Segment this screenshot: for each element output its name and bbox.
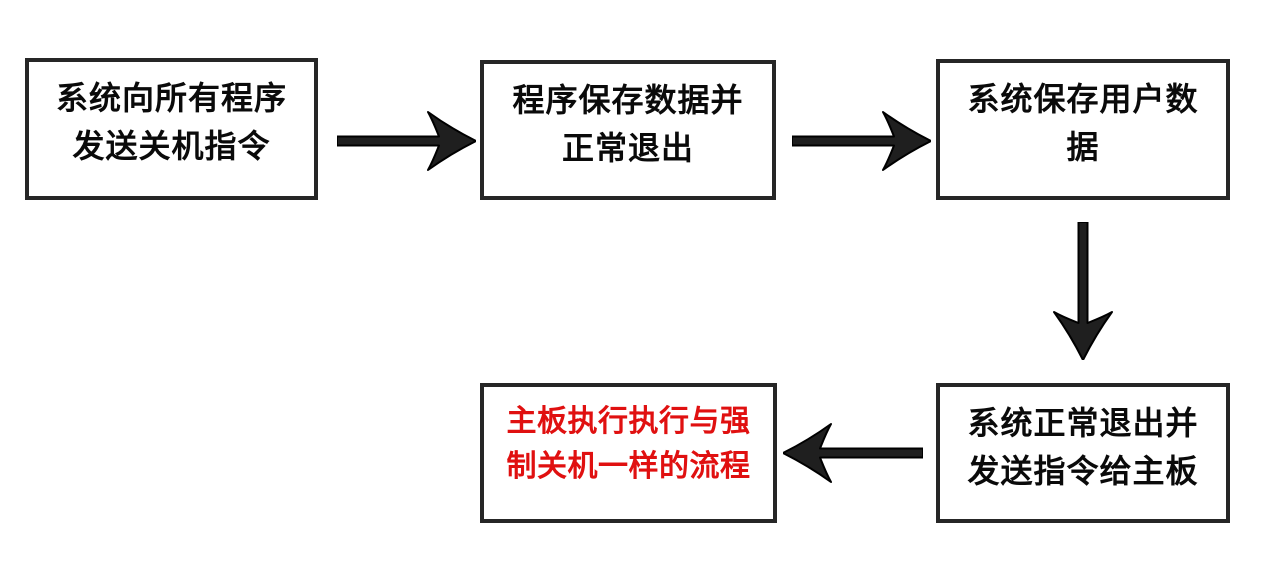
flow-node-system-broadcast-shutdown: 系统向所有程序 发送关机指令 xyxy=(25,58,318,200)
node-label: 系统向所有程序 发送关机指令 xyxy=(55,80,287,164)
flow-node-mainboard-force-shutdown-flow: 主板执行执行与强 制关机一样的流程 xyxy=(480,383,777,523)
right-arrow-icon xyxy=(337,111,476,171)
edge-node2-node3 xyxy=(792,109,931,173)
edge-node1-node2 xyxy=(337,109,476,173)
flow-node-programs-save-exit: 程序保存数据并 正常退出 xyxy=(480,60,776,200)
node-label: 主板执行执行与强 制关机一样的流程 xyxy=(506,405,751,483)
right-arrow-icon xyxy=(792,111,931,171)
down-arrow-icon xyxy=(1053,222,1113,360)
left-arrow-icon xyxy=(783,423,923,483)
edge-node3-node4 xyxy=(1051,222,1115,360)
flow-node-system-save-userdata: 系统保存用户数 据 xyxy=(936,59,1230,200)
node-label: 系统保存用户数 据 xyxy=(967,81,1199,165)
edge-node4-node5 xyxy=(783,421,923,485)
node-label: 系统正常退出并 发送指令给主板 xyxy=(967,405,1199,489)
flow-node-system-exit-signal-mainboard: 系统正常退出并 发送指令给主板 xyxy=(936,383,1230,523)
node-label: 程序保存数据并 正常退出 xyxy=(512,82,744,166)
